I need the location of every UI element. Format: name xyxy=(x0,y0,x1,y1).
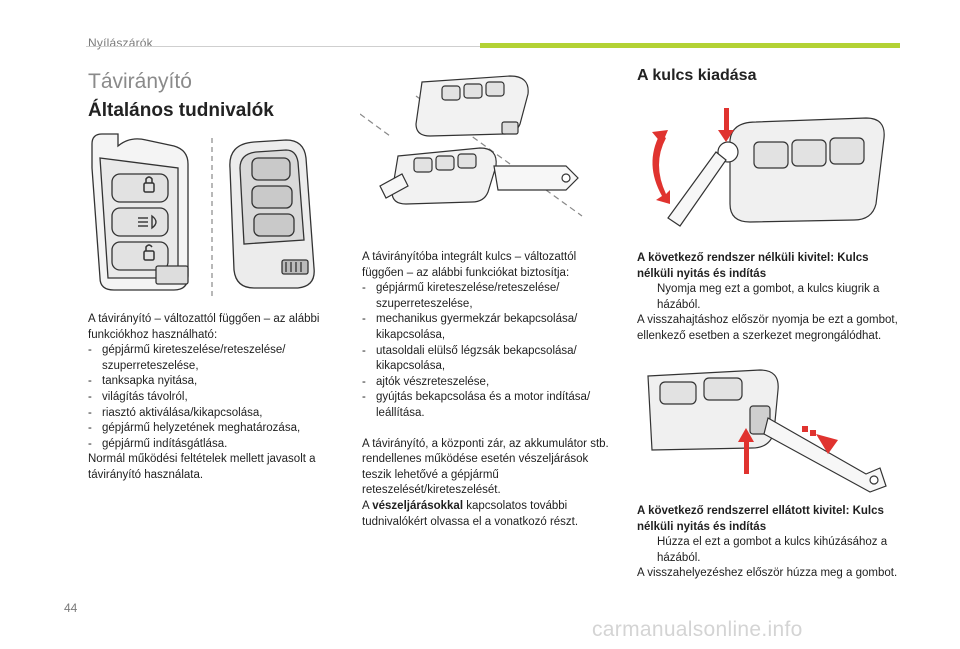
integrated-key-illustration xyxy=(360,75,583,217)
section-heading-key-release: A kulcs kiadása xyxy=(637,67,757,84)
remote-intro: A távirányító – változattól függően – az… xyxy=(88,313,320,341)
red-arrow-icon xyxy=(738,426,838,474)
keyless-pull-key-illustration xyxy=(647,369,887,493)
header-divider xyxy=(86,46,480,47)
list-item: gépjármű kireteszelése/reteszelése/ szup… xyxy=(362,281,614,312)
header-accent-bar xyxy=(480,43,900,48)
block1-instruction: Nyomja meg ezt a gombot, a kulcs kiugrik… xyxy=(657,283,880,311)
list-item: utasoldali elülső légzsák bekapcsolása/ … xyxy=(362,344,614,375)
key-intro: A távirányítóba integrált kulcs – változ… xyxy=(362,251,577,279)
key-release-block-2: A következő rendszerrel ellátott kivitel… xyxy=(637,504,899,582)
list-item: gyújtás bekapcsolása és a motor indítása… xyxy=(362,390,614,421)
remote-outro: Normál működési feltételek mellett javas… xyxy=(88,453,316,481)
page-title: Távirányító xyxy=(88,70,192,93)
headlamp-icon xyxy=(138,214,157,230)
lock-closed-icon xyxy=(143,176,155,193)
block1-text: A visszahajtáshoz először nyomja be ezt … xyxy=(637,314,898,342)
emergency-procedures-link: vészeljárásokkal xyxy=(372,499,464,512)
emergency-procedures-text: A távirányító, a központi zár, az akkumu… xyxy=(362,437,609,497)
list-item: riasztó aktiválása/kikapcsolása, xyxy=(88,406,338,422)
emergency-reference-text: A vészeljárásokkal kapcsolatos további t… xyxy=(362,499,579,528)
key-release-block-1: A következő rendszer nélküli kivitel: Ku… xyxy=(637,251,899,345)
page-subtitle: Általános tudnivalók xyxy=(88,100,274,121)
remote-back-illustration xyxy=(91,133,189,291)
key-release-button-illustration xyxy=(652,108,885,227)
red-arrow-icon xyxy=(652,108,734,204)
list-item: mechanikus gyermekzár bekapcsolása/ kika… xyxy=(362,312,614,343)
remote-keys-illustration xyxy=(91,133,315,296)
block2-text: A visszahelyezéshez először húzza meg a … xyxy=(637,567,898,580)
list-item: gépjármű helyzetének meghatározása, xyxy=(88,421,338,437)
list-item: gépjármű indításgátlása. xyxy=(88,437,338,453)
key-functions-list: gépjármű kireteszelése/reteszelése/ szup… xyxy=(362,281,614,421)
page-number: 44 xyxy=(64,601,78,615)
integrated-key-text: A távirányítóba integrált kulcs – változ… xyxy=(362,250,614,530)
remote-functions-text: A távirányító – változattól függően – az… xyxy=(88,312,338,484)
section-tag: Nyílászárók xyxy=(88,36,153,50)
list-item: ajtók vészreteszelése, xyxy=(362,375,614,391)
remote-functions-list: gépjármű kireteszelése/reteszelése/ szup… xyxy=(88,343,338,452)
block2-instruction: Húzza el ezt a gombot a kulcs kihúzásáho… xyxy=(657,536,888,564)
list-item: gépjármű kireteszelése/reteszelése/ szup… xyxy=(88,343,338,374)
list-item: tanksapka nyitása, xyxy=(88,374,338,390)
block2-title: A következő rendszerrel ellátott kivitel… xyxy=(637,505,884,533)
key-blade-illustration xyxy=(379,165,579,199)
block1-title: A következő rendszer nélküli kivitel: Ku… xyxy=(637,252,869,280)
list-item: világítás távolról, xyxy=(88,390,338,406)
remote-front-illustration xyxy=(229,139,315,289)
remote-top-illustration xyxy=(415,75,529,137)
watermark: carmanualsonline.info xyxy=(592,618,803,641)
remote-bottom-illustration xyxy=(391,147,497,205)
lock-open-icon xyxy=(143,244,155,261)
